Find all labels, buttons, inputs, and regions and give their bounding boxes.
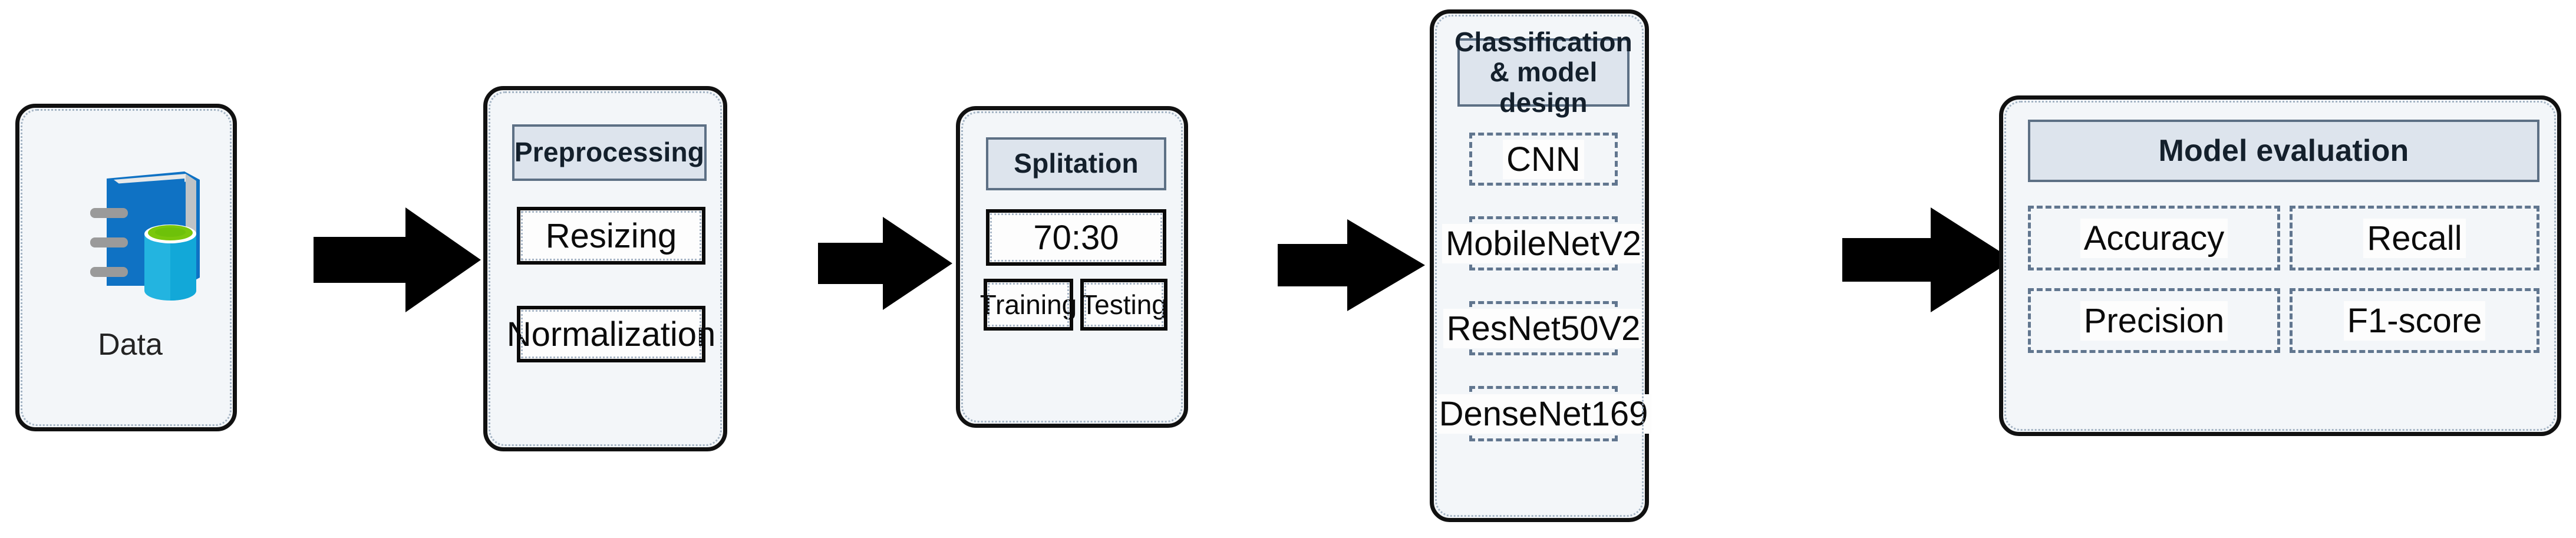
splitation-ratio-box[interactable]: 70:30	[986, 209, 1166, 266]
preprocessing-item-resizing[interactable]: Resizing	[517, 207, 705, 265]
classification-header: Classification & model design	[1454, 26, 1632, 118]
classification-model-mobilenetv2[interactable]: MobileNetV2	[1442, 216, 1645, 270]
stage-evaluation-card[interactable]: Model evaluation Accuracy Recall Precisi…	[1999, 95, 2561, 436]
evaluation-metric-recall-label: Recall	[2363, 218, 2466, 258]
evaluation-metric-recall[interactable]: Recall	[2290, 206, 2539, 270]
arrow-preprocessing-to-splitation	[818, 217, 952, 310]
classification-model-resnet50v2[interactable]: ResNet50V2	[1443, 301, 1644, 355]
stage-preprocessing-card[interactable]: Preprocessing Resizing Normalization	[483, 86, 727, 451]
evaluation-metric-precision[interactable]: Precision	[2028, 288, 2280, 353]
classification-model-cnn-label: CNN	[1503, 139, 1584, 179]
splitation-item-testing-label: Testing	[1081, 289, 1167, 320]
preprocessing-header: Preprocessing	[512, 124, 707, 181]
classification-model-densenet169[interactable]: DenseNet169	[1435, 386, 1652, 441]
preprocessing-item-normalization[interactable]: Normalization	[507, 306, 715, 362]
splitation-item-training-label: Training	[979, 289, 1077, 320]
stage-classification-card[interactable]: Classification & model design CNN Mobile…	[1430, 9, 1652, 522]
evaluation-metric-f1score[interactable]: F1-score	[2290, 288, 2539, 353]
classification-model-cnn[interactable]: CNN	[1469, 133, 1618, 186]
stage-data-card[interactable]: Data	[15, 104, 237, 431]
book-database-icon	[90, 171, 200, 301]
arrow-data-to-preprocessing	[314, 207, 481, 312]
classification-model-densenet169-label: DenseNet169	[1435, 394, 1652, 434]
preprocessing-item-resizing-label: Resizing	[545, 216, 677, 255]
evaluation-metric-f1score-label: F1-score	[2343, 301, 2486, 341]
classification-model-resnet50v2-label: ResNet50V2	[1443, 308, 1644, 348]
splitation-item-testing[interactable]: Testing	[1080, 279, 1167, 331]
evaluation-header: Model evaluation	[2028, 120, 2539, 182]
splitation-ratio-value: 70:30	[1033, 218, 1119, 257]
arrow-classification-to-evaluation	[1842, 207, 2013, 312]
splitation-item-training[interactable]: Training	[980, 279, 1077, 331]
arrow-splitation-to-classification	[1278, 219, 1425, 311]
splitation-header: Splitation	[986, 137, 1166, 190]
preprocessing-item-normalization-label: Normalization	[506, 315, 716, 354]
stage-splitation-card[interactable]: Splitation 70:30 Training Testing	[956, 106, 1188, 428]
evaluation-metric-accuracy[interactable]: Accuracy	[2028, 206, 2280, 270]
evaluation-metric-accuracy-label: Accuracy	[2080, 218, 2228, 258]
data-label: Data	[98, 328, 163, 362]
classification-model-mobilenetv2-label: MobileNetV2	[1442, 223, 1645, 263]
evaluation-metric-precision-label: Precision	[2080, 301, 2228, 341]
